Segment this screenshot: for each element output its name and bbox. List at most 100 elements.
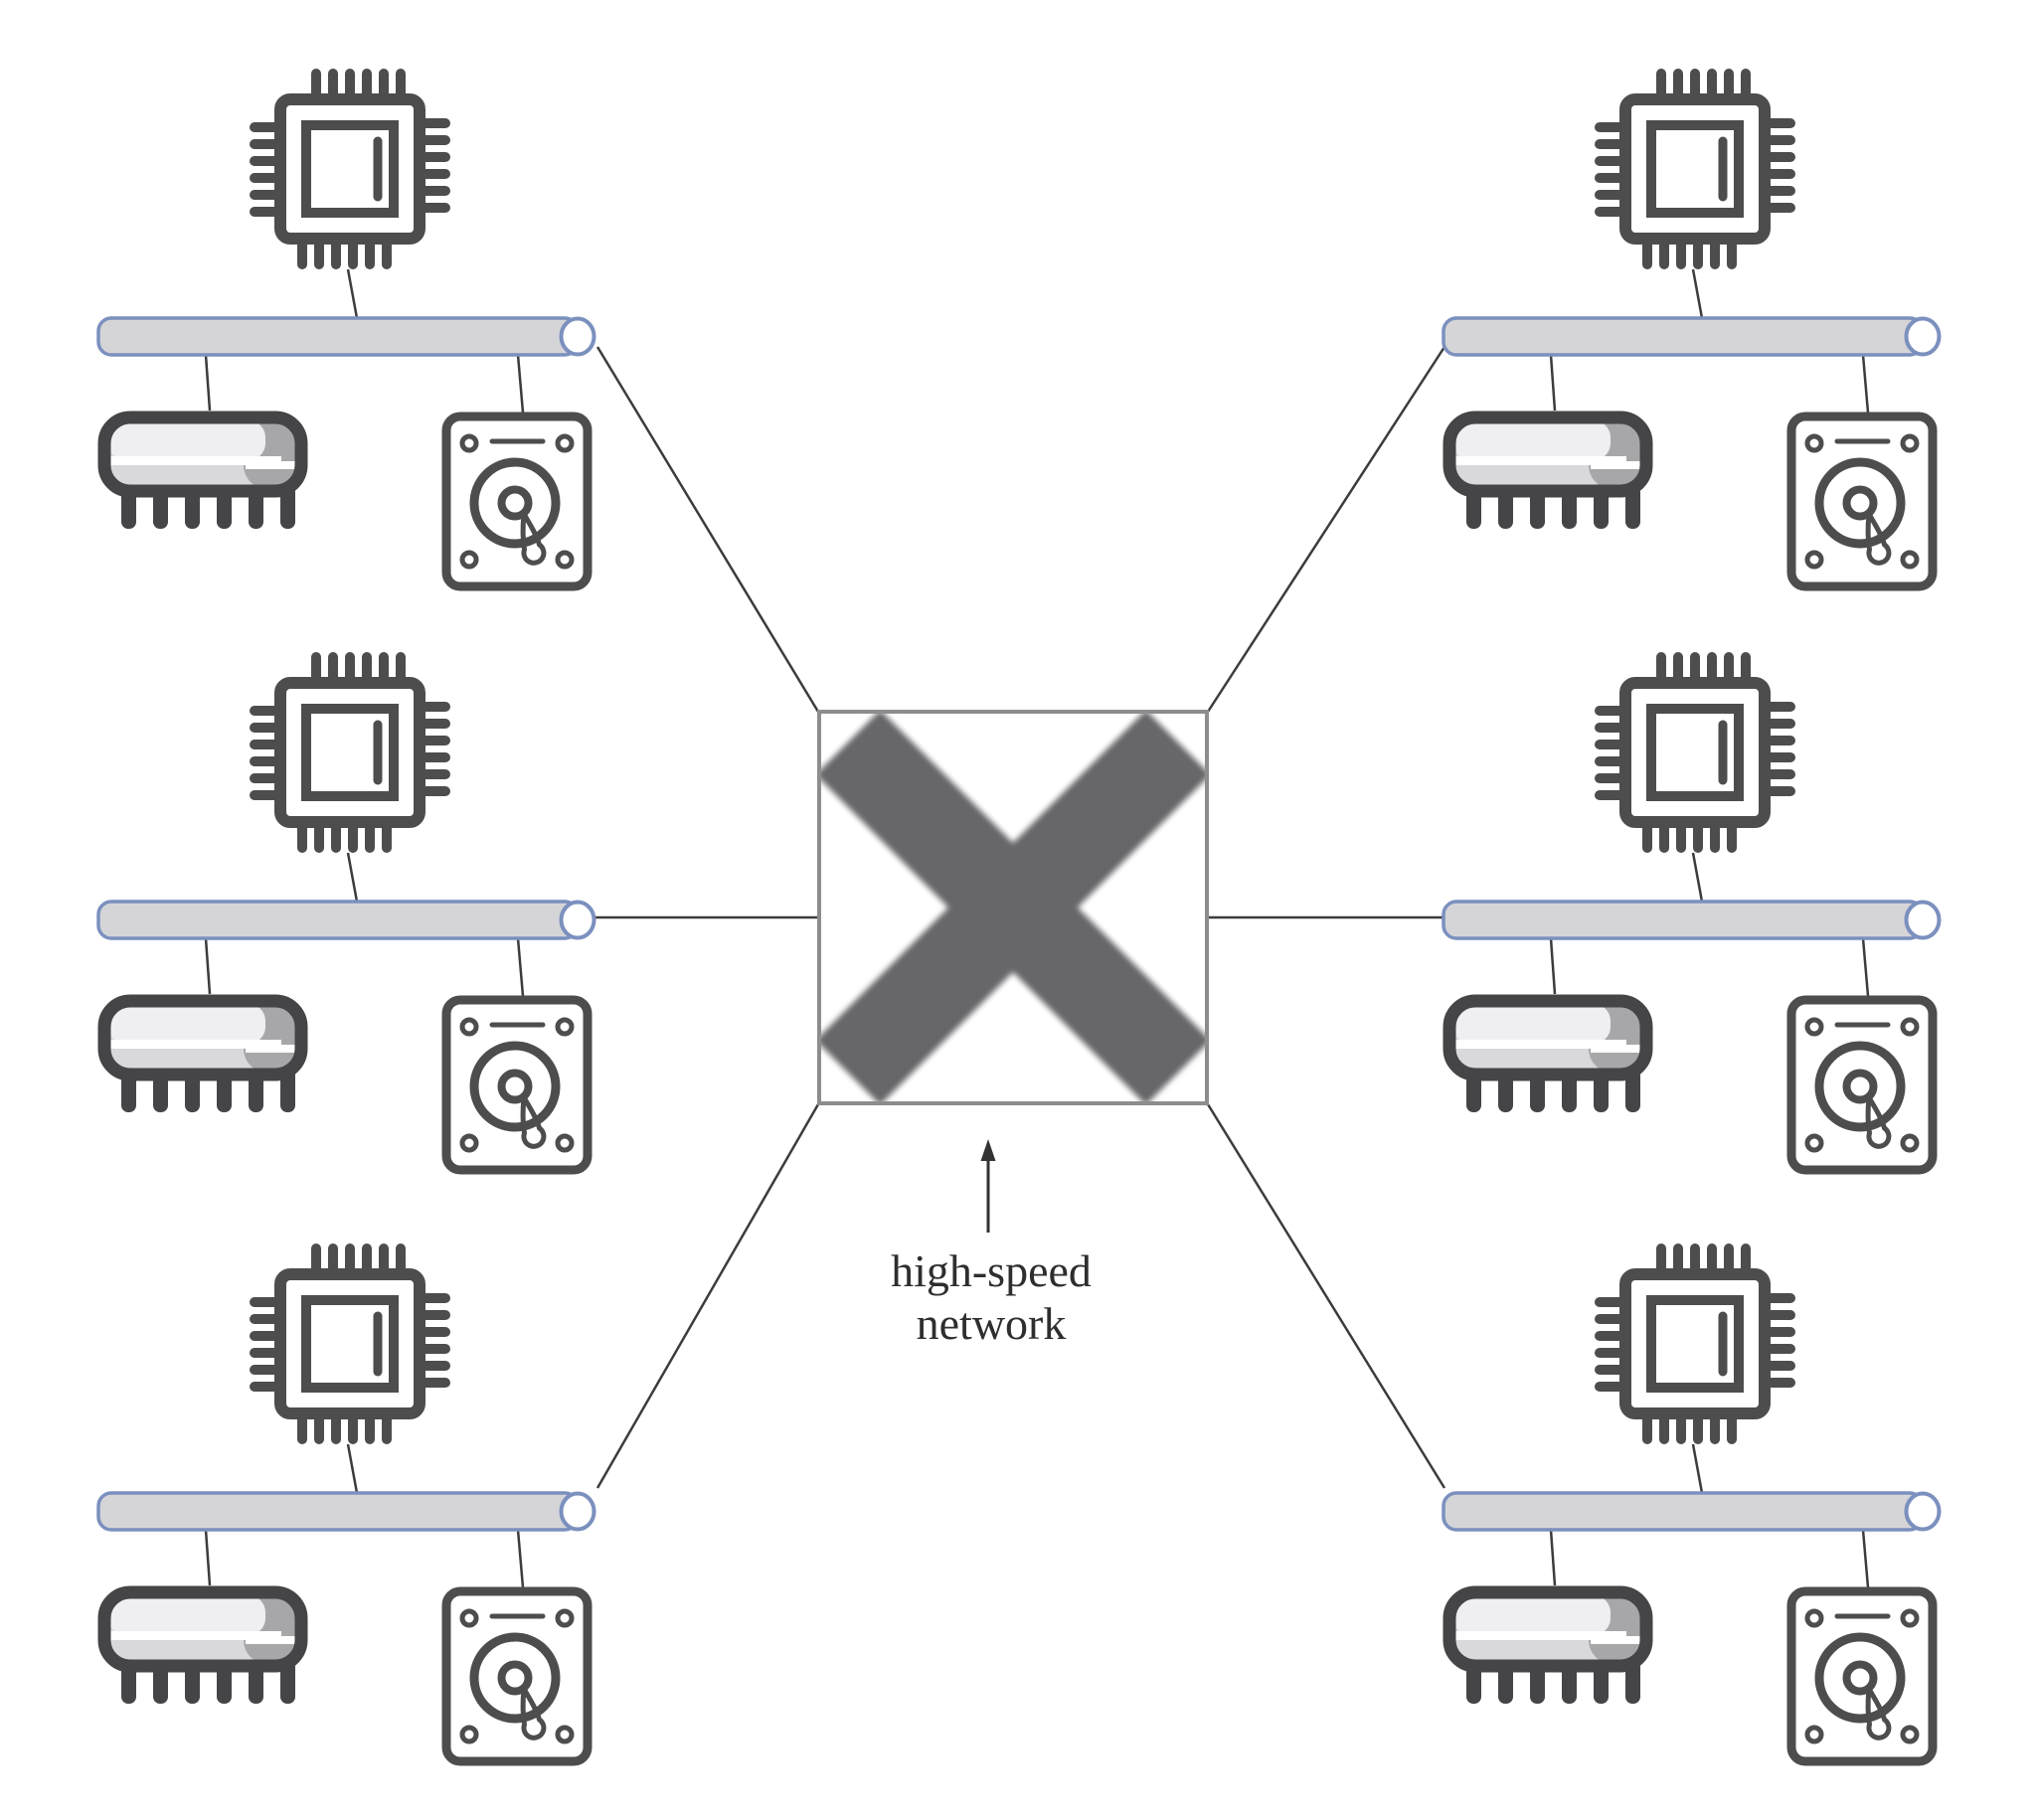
disk-actuator — [520, 1686, 547, 1740]
cpu-body — [1619, 677, 1771, 828]
memory-border — [1442, 411, 1653, 498]
disk-screw — [459, 1725, 479, 1744]
node-top-right — [1442, 66, 1949, 607]
disk-actuator — [1865, 1686, 1892, 1740]
disk-screw — [1900, 1017, 1920, 1037]
memory-module-icon — [97, 994, 308, 1112]
bus-pipe — [1442, 1491, 1942, 1532]
cpu-bus-wire — [1691, 852, 1704, 903]
label-line-2: network — [916, 1298, 1067, 1349]
disk-screw — [1804, 433, 1824, 453]
node-bottom-left — [96, 1241, 603, 1782]
cpu-body — [1619, 1268, 1771, 1419]
link-top-right — [1206, 346, 1446, 713]
bus-pipe-cap — [559, 316, 596, 357]
hard-disk-icon — [1786, 412, 1938, 591]
disk-screw — [555, 1608, 575, 1628]
disk-screw — [1804, 550, 1824, 570]
memory-highlight — [1453, 1595, 1611, 1635]
disk-screw — [1900, 433, 1920, 453]
node-middle-left — [96, 649, 603, 1191]
disk-case — [1786, 1586, 1938, 1766]
disk-screw — [1804, 1017, 1824, 1037]
disk-hub — [1842, 1069, 1878, 1104]
link-bottom-left — [595, 1103, 820, 1489]
bus-memory-wire — [1549, 1529, 1557, 1586]
hard-disk-icon — [1786, 1586, 1938, 1766]
memory-border — [97, 994, 308, 1081]
node-wires — [204, 1443, 525, 1588]
cpu-bus-wire — [1691, 268, 1704, 319]
memory-highlight — [108, 1004, 265, 1044]
bus-memory-wire — [1549, 937, 1557, 995]
cpu-die — [301, 120, 399, 218]
disk-screw — [1900, 1133, 1920, 1153]
disk-hub — [1842, 485, 1878, 521]
bus-memory-wire — [204, 354, 212, 412]
cpu-body — [274, 1268, 425, 1419]
disk-actuator — [1865, 1094, 1892, 1149]
cpu-chip-icon — [1595, 652, 1795, 853]
bus-pipe — [1442, 900, 1942, 940]
cpu-body — [274, 93, 425, 245]
disk-platter — [469, 1632, 561, 1724]
cpu-chip-icon — [1595, 1243, 1795, 1444]
disk-actuator — [1865, 511, 1892, 566]
cpu-body — [1619, 93, 1771, 245]
cpu-die — [301, 704, 399, 801]
high-speed-network-label: high-speed network — [832, 1244, 1150, 1350]
memory-border — [97, 1585, 308, 1673]
memory-module-icon — [97, 411, 308, 529]
disk-screw — [1804, 1725, 1824, 1744]
bus-pipe-cap — [1904, 1491, 1942, 1532]
cpu-die — [301, 1295, 399, 1393]
bus-pipe — [1442, 316, 1942, 357]
bus-pipe-cap — [1904, 900, 1942, 940]
cpu-chip-icon — [250, 69, 450, 269]
disk-platter — [469, 457, 561, 549]
memory-module-icon — [1442, 411, 1653, 529]
disk-screw — [1900, 1608, 1920, 1628]
node-wires — [204, 268, 525, 414]
disk-screw — [1900, 1725, 1920, 1744]
memory-border — [1442, 1585, 1653, 1673]
bus-disk-wire — [516, 1529, 525, 1588]
bus-pipe-cap — [1904, 316, 1942, 357]
disk-hub — [497, 1069, 533, 1104]
disk-screw — [555, 550, 575, 570]
crossbar-switch — [817, 710, 1209, 1105]
disk-screw — [459, 1017, 479, 1037]
cpu-chip-icon — [250, 652, 450, 853]
bus-disk-wire — [1861, 354, 1870, 414]
cpu-die — [1646, 1295, 1744, 1393]
disk-actuator — [520, 1094, 547, 1149]
bus-pipe — [96, 316, 596, 357]
disk-case — [1786, 412, 1938, 591]
memory-highlight — [1453, 420, 1611, 460]
memory-highlight — [108, 420, 265, 460]
disk-hub — [497, 485, 533, 521]
disk-screw — [555, 433, 575, 453]
cpu-bus-wire — [346, 268, 359, 319]
hard-disk-icon — [1786, 995, 1938, 1175]
memory-module-icon — [1442, 994, 1653, 1112]
node-middle-right — [1442, 649, 1949, 1191]
disk-actuator — [520, 511, 547, 566]
disk-screw — [459, 1133, 479, 1153]
memory-border — [1442, 994, 1653, 1081]
cpu-die — [1646, 704, 1744, 801]
disk-case — [441, 1586, 593, 1766]
disk-screw — [459, 433, 479, 453]
bus-disk-wire — [1861, 937, 1870, 997]
bus-disk-wire — [516, 354, 525, 414]
disk-hub — [1842, 1660, 1878, 1696]
disk-platter — [469, 1041, 561, 1132]
disk-case — [1786, 995, 1938, 1175]
bus-disk-wire — [1861, 1529, 1870, 1588]
link-bottom-right — [1206, 1103, 1446, 1489]
disk-screw — [459, 1608, 479, 1628]
bus-memory-wire — [204, 937, 212, 995]
bus-pipe — [96, 900, 596, 940]
